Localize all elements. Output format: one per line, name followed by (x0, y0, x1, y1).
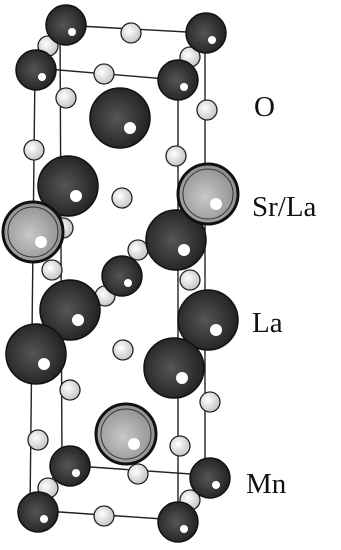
lanthanum-atom (37, 155, 99, 217)
oxygen-atom (169, 435, 191, 457)
lanthanum-atom (89, 87, 151, 149)
lanthanum-atom (145, 209, 207, 271)
lanthanum-atom (5, 323, 67, 385)
label-lanthanum: La (252, 307, 283, 339)
manganese-atom (101, 255, 143, 297)
sr-la-atoms (1, 162, 240, 466)
manganese-atom (157, 59, 199, 101)
lanthanum-atom (39, 279, 101, 341)
atom-highlights (35, 28, 222, 533)
oxygen-atom (41, 259, 63, 281)
manganese-atom (17, 491, 59, 533)
oxygen-atom (196, 99, 218, 121)
manganese-atom (15, 49, 57, 91)
oxygen-atom (127, 463, 149, 485)
oxygen-atom (59, 379, 81, 401)
oxygen-atom (93, 505, 115, 527)
manganese-atom (157, 501, 199, 543)
lanthanum-atom (177, 289, 239, 351)
oxygen-atom (111, 187, 133, 209)
label-manganese: Mn (246, 468, 287, 500)
oxygen-atom (112, 339, 134, 361)
oxygen-atom (93, 63, 115, 85)
manganese-atom (49, 445, 91, 487)
sr-la-atom (94, 402, 158, 466)
lanthanum-atom (143, 337, 205, 399)
manganese-atom (185, 12, 227, 54)
oxygen-atom (199, 391, 221, 413)
oxygen-atom (27, 429, 49, 451)
oxygen-atom (179, 269, 201, 291)
manganese-atoms (15, 4, 231, 543)
oxygen-atom (165, 145, 187, 167)
oxygen-atoms (23, 22, 221, 527)
manganese-atom (189, 457, 231, 499)
oxygen-atom (55, 87, 77, 109)
lanthanum-atoms (5, 87, 239, 399)
oxygen-atom (127, 239, 149, 261)
manganese-atom (45, 4, 87, 46)
sr-la-atom (1, 200, 65, 264)
sr-la-atom (176, 162, 240, 226)
label-sr-la: Sr/La (252, 191, 317, 223)
oxygen-atom (120, 22, 142, 44)
oxygen-atom (23, 139, 45, 161)
label-oxygen: O (254, 91, 275, 123)
